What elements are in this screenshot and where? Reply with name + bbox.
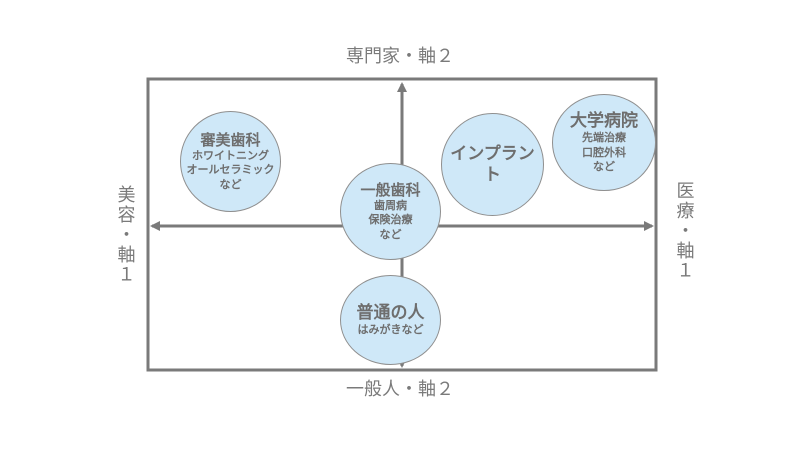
bubble-daigaku-title: 大学病院 — [570, 110, 638, 131]
bubble-ippan-line: など — [379, 227, 402, 241]
top-axis-label: 専門家・軸２ — [346, 46, 454, 67]
bubble-futsu-title: 普通の人 — [356, 302, 425, 323]
bubble-daigaku-line: 先端治療 — [582, 131, 626, 145]
bubble-futsu-line: はみがきなど — [357, 323, 424, 337]
bubble-ippan-line: 歯周病 — [374, 199, 407, 213]
bubble-daigaku: 大学病院 先端治療 口腔外科 など — [552, 94, 656, 191]
bubble-shinbi-title: 審美歯科 — [200, 131, 261, 150]
bubble-ippan-line: 保険治療 — [368, 213, 413, 227]
bubble-shinbi-line: オールセラミック — [186, 163, 275, 177]
bubble-shinbi-line: ホワイトニング — [192, 149, 269, 163]
bubble-daigaku-line: 口腔外科 — [582, 145, 626, 159]
bubble-daigaku-line: など — [593, 159, 615, 173]
bottom-axis-label: 一般人・軸２ — [346, 379, 454, 400]
map-frame — [146, 77, 658, 372]
bubble-ippan-title: 一般歯科 — [360, 181, 421, 200]
left-axis-label: 美容・軸１ — [114, 185, 136, 285]
bubble-futsu: 普通の人 はみがきなど — [340, 275, 441, 365]
bubble-ippan: 一般歯科 歯周病 保険治療 など — [340, 163, 441, 260]
bubble-implant-title: インプラント — [450, 144, 535, 185]
bubble-shinbi-line: など — [219, 177, 242, 191]
right-axis-label: 医療・軸１ — [673, 181, 695, 281]
bubble-shinbi: 審美歯科 ホワイトニング オールセラミック など — [180, 111, 281, 212]
bubble-implant: インプラント — [441, 113, 544, 216]
